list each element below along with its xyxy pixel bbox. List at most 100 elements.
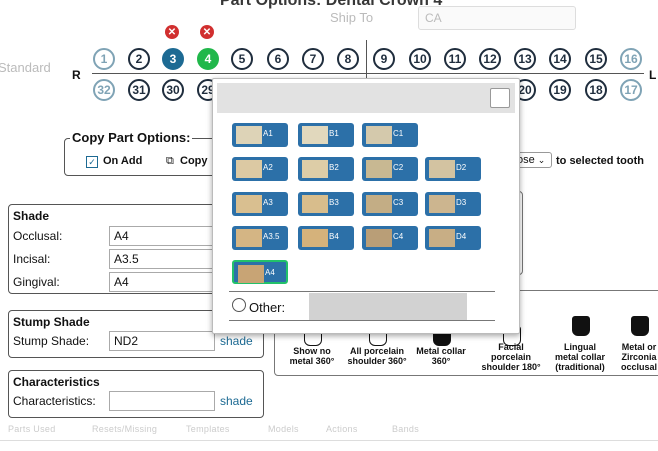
incisal-field[interactable]: A3.5 bbox=[109, 249, 219, 269]
incisal-label: Incisal: bbox=[13, 252, 51, 266]
shade-swatch-label: C1 bbox=[393, 129, 404, 138]
other-shade-input[interactable] bbox=[309, 293, 467, 320]
shade-swatch-B1[interactable]: B1 bbox=[298, 123, 354, 147]
shade-swatch-A1[interactable]: A1 bbox=[232, 123, 288, 147]
shade-picker-checkbox[interactable] bbox=[490, 88, 510, 108]
tab-models[interactable]: Models bbox=[268, 424, 299, 434]
characteristics-link[interactable]: shade bbox=[220, 394, 253, 408]
caption-line: Facial bbox=[498, 342, 524, 352]
shade-search-bar[interactable] bbox=[217, 83, 515, 113]
tooth-lower-31[interactable]: 31 bbox=[128, 79, 150, 101]
caption-line: shoulder 360° bbox=[347, 356, 407, 366]
caption-line: Zirconia bbox=[621, 352, 657, 362]
shade-swatch-D4[interactable]: D4 bbox=[425, 226, 481, 250]
shade-chip bbox=[302, 160, 328, 178]
caption-line: (traditional) bbox=[555, 362, 605, 372]
shade-chip bbox=[302, 126, 328, 144]
characteristics-label: Characteristics: bbox=[13, 394, 96, 408]
midline-divider bbox=[366, 40, 367, 106]
other-shade-radio[interactable] bbox=[232, 298, 246, 312]
tooth-upper-13[interactable]: 13 bbox=[514, 48, 536, 70]
shade-chip bbox=[429, 160, 455, 178]
shade-swatch-D3[interactable]: D3 bbox=[425, 192, 481, 216]
shade-swatch-B4[interactable]: B4 bbox=[298, 226, 354, 250]
shade-swatch-C3[interactable]: C3 bbox=[362, 192, 418, 216]
caption-line: occlusal bbox=[620, 362, 658, 372]
tab-resets-missing[interactable]: Resets/Missing bbox=[92, 424, 158, 434]
tooth-upper-15[interactable]: 15 bbox=[585, 48, 607, 70]
tab-bands[interactable]: Bands bbox=[392, 424, 420, 434]
tooth-upper-6[interactable]: 6 bbox=[267, 48, 289, 70]
tooth-upper-1[interactable]: 1 bbox=[93, 48, 115, 70]
tooth-upper-7[interactable]: 7 bbox=[302, 48, 324, 70]
shade-swatch-A3[interactable]: A3 bbox=[232, 192, 288, 216]
gingival-label: Gingival: bbox=[13, 275, 60, 289]
arch-divider bbox=[92, 73, 644, 74]
tooth-upper-9[interactable]: 9 bbox=[373, 48, 395, 70]
tooth-lower-17[interactable]: 17 bbox=[620, 79, 642, 101]
shade-swatch-C1[interactable]: C1 bbox=[362, 123, 418, 147]
tab-templates[interactable]: Templates bbox=[186, 424, 230, 434]
caption-line: 360° bbox=[431, 356, 451, 366]
stump-shade-link[interactable]: shade bbox=[220, 334, 253, 348]
tooth-upper-8[interactable]: 8 bbox=[337, 48, 359, 70]
shade-swatch-A3-5[interactable]: A3.5 bbox=[232, 226, 288, 250]
tab-actions[interactable]: Actions bbox=[326, 424, 358, 434]
shade-swatch-A4[interactable]: A4 bbox=[232, 260, 288, 284]
tooth-upper-10[interactable]: 10 bbox=[409, 48, 431, 70]
shade-chip bbox=[366, 126, 392, 144]
tooth-upper-3[interactable]: 3 bbox=[162, 48, 184, 70]
shade-swatch-A2[interactable]: A2 bbox=[232, 157, 288, 181]
shade-swatch-label: B2 bbox=[329, 163, 339, 172]
remove-tooth-4-icon[interactable]: ✕ bbox=[200, 25, 214, 39]
copy-options-title: Copy Part Options: bbox=[70, 130, 193, 145]
occlusal-field[interactable]: A4 bbox=[109, 226, 219, 246]
shade-chip bbox=[302, 195, 328, 213]
shade-chip bbox=[366, 229, 392, 247]
tooth-upper-11[interactable]: 11 bbox=[444, 48, 466, 70]
stump-shade-field[interactable]: ND2 bbox=[109, 331, 215, 351]
shade-swatch-label: A1 bbox=[263, 129, 273, 138]
tooth-upper-5[interactable]: 5 bbox=[231, 48, 253, 70]
tooth-lower-19[interactable]: 19 bbox=[549, 79, 571, 101]
tooth-lower-18[interactable]: 18 bbox=[585, 79, 607, 101]
tooth-upper-4[interactable]: 4 bbox=[197, 48, 219, 70]
tab-parts-used[interactable]: Parts Used bbox=[8, 424, 56, 434]
tooth-lower-30[interactable]: 30 bbox=[162, 79, 184, 101]
shade-swatch-C4[interactable]: C4 bbox=[362, 226, 418, 250]
tooth-upper-16[interactable]: 16 bbox=[620, 48, 642, 70]
shade-swatch-label: A4 bbox=[265, 268, 275, 277]
on-add-checkbox[interactable]: ✓ bbox=[86, 156, 98, 168]
chevron-down-icon: ⌄ bbox=[537, 154, 546, 165]
tooth-upper-12[interactable]: 12 bbox=[479, 48, 501, 70]
tooth-upper-2[interactable]: 2 bbox=[128, 48, 150, 70]
tooth-upper-14[interactable]: 14 bbox=[549, 48, 571, 70]
crown-margin-icon[interactable] bbox=[572, 316, 590, 336]
shade-swatch-label: A3.5 bbox=[263, 232, 280, 241]
shade-swatch-label: B1 bbox=[329, 129, 339, 138]
shade-swatch-D2[interactable]: D2 bbox=[425, 157, 481, 181]
shade-swatch-label: A2 bbox=[263, 163, 273, 172]
crown-margin-icon[interactable] bbox=[631, 316, 649, 336]
shade-swatch-label: C3 bbox=[393, 198, 404, 207]
copy-target-select[interactable]: ose ⌄ bbox=[514, 152, 552, 168]
caption-line: Metal or bbox=[621, 342, 657, 352]
remove-tooth-3-icon[interactable]: ✕ bbox=[165, 25, 179, 39]
ship-to-label: Ship To bbox=[330, 10, 374, 25]
ship-to-select[interactable]: CA bbox=[418, 6, 576, 30]
shade-chip bbox=[429, 229, 455, 247]
shade-chip bbox=[236, 160, 262, 178]
tooth-lower-32[interactable]: 32 bbox=[93, 79, 115, 101]
shade-swatch-C2[interactable]: C2 bbox=[362, 157, 418, 181]
shade-swatch-B3[interactable]: B3 bbox=[298, 192, 354, 216]
gingival-field[interactable]: A4 bbox=[109, 272, 219, 292]
characteristics-field[interactable] bbox=[109, 391, 215, 411]
shade-chip bbox=[366, 160, 392, 178]
shade-chip bbox=[236, 195, 262, 213]
caption-line: metal 360° bbox=[289, 356, 335, 366]
shade-swatch-B2[interactable]: B2 bbox=[298, 157, 354, 181]
characteristics-panel: Characteristics Characteristics: shade bbox=[8, 370, 264, 418]
